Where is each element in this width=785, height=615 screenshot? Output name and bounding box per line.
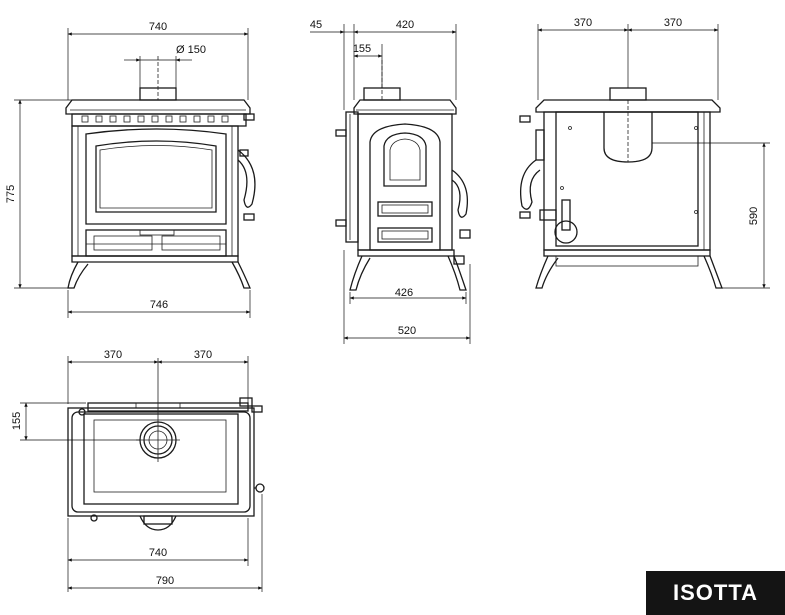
rear-view: [519, 87, 723, 289]
dim-top-half-right: 370: [194, 349, 212, 361]
dim-side-flue-offset: 155: [353, 43, 371, 55]
front-view: [65, 56, 256, 289]
product-name-label: ISOTTA: [646, 571, 785, 615]
dim-side-offset: 45: [310, 19, 322, 31]
front-top-ornaments: [81, 115, 229, 123]
dim-rear-half-right: 370: [664, 17, 682, 29]
dim-side-depth-total: 520: [398, 325, 416, 337]
top-dimensions: 370 370 155 740 790: [11, 349, 263, 592]
dim-side-leg-span: 426: [395, 287, 413, 299]
rear-dimensions: 370 370 590: [537, 17, 770, 289]
dim-top-width-body: 740: [149, 547, 167, 559]
side-dimensions: 45 420 155 426 520: [310, 19, 471, 344]
dim-front-width-top: 740: [149, 21, 167, 33]
top-view: [67, 358, 265, 531]
front-dimensions: 740 Ø 150 775 746: [5, 21, 251, 318]
dim-top-width-total: 790: [156, 575, 174, 587]
dim-rear-flue-height: 590: [748, 207, 760, 225]
dim-front-width-base: 746: [150, 299, 168, 311]
side-view: [335, 60, 471, 291]
dim-top-flue-offset: 155: [11, 412, 23, 430]
dim-flue-diameter: Ø 150: [176, 44, 206, 56]
dim-top-half-left: 370: [104, 349, 122, 361]
dim-height: 775: [5, 185, 17, 203]
dim-rear-half-left: 370: [574, 17, 592, 29]
dim-side-depth-top: 420: [396, 19, 414, 31]
